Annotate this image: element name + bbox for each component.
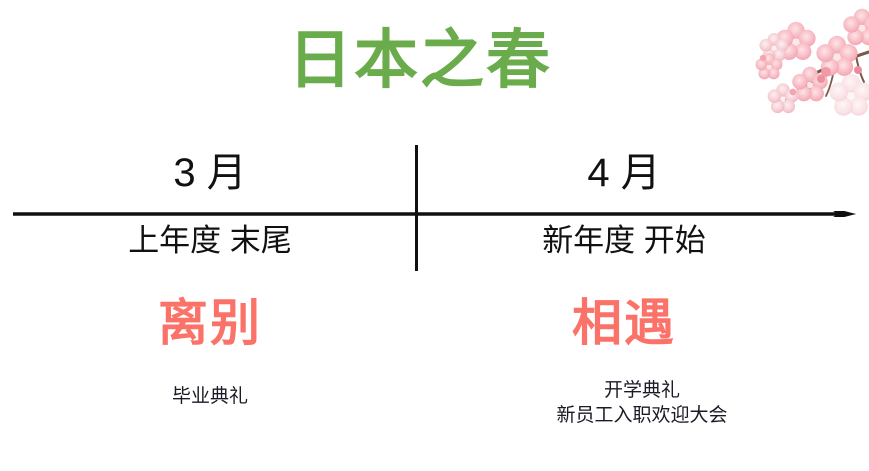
page-title: 日本之春: [288, 24, 552, 96]
timeline-divider: [415, 145, 418, 271]
timeline-axis-arrow: [13, 204, 856, 221]
month-label-march: 3 月: [173, 151, 247, 195]
events-march: 毕业典礼: [171, 386, 248, 407]
keyword-april: 相遇: [572, 295, 676, 351]
events-april: 开学典礼 新员工入职欢迎大会: [556, 380, 728, 426]
keyword-march: 离别: [158, 295, 262, 351]
month-label-april: 4 月: [587, 151, 661, 195]
period-label-april: 新年度 开始: [542, 223, 706, 258]
period-label-march: 上年度 末尾: [128, 223, 292, 258]
